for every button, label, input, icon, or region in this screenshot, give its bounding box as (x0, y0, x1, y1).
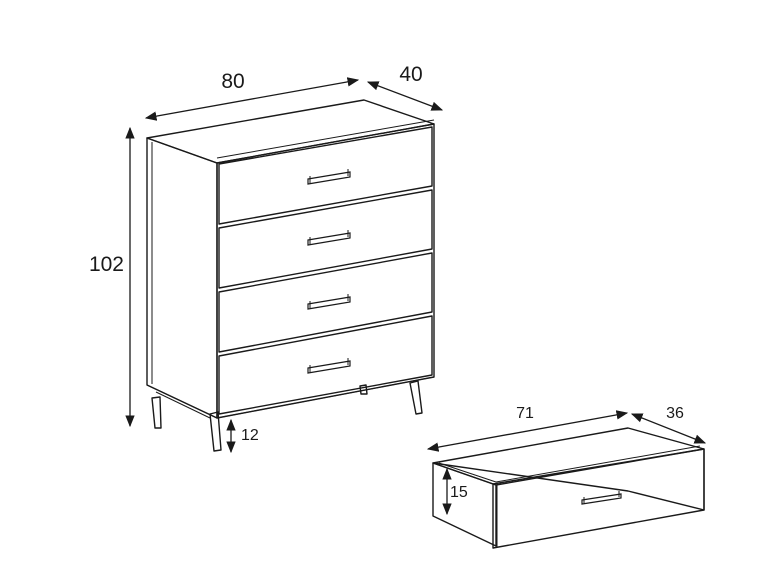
drawer-height-label: 15 (450, 484, 468, 501)
dresser-front (216, 123, 435, 419)
drawer-width-label: 71 (516, 405, 534, 422)
dresser-side-panel (146, 137, 218, 419)
drawer-2 (218, 189, 433, 289)
drawer-detail-handle (581, 491, 622, 505)
depth-label: 40 (399, 63, 422, 86)
drawer-2-handle (307, 230, 351, 246)
drawer-width-arrow (426, 410, 629, 452)
drawer-depth-arrow (630, 413, 707, 444)
dimension-lines (125, 77, 707, 516)
drawer-3-handle (307, 294, 351, 310)
drawer-detail (432, 427, 705, 549)
leg-back-left (151, 396, 162, 429)
drawer-depth-label: 36 (666, 405, 684, 422)
drawer-4 (218, 315, 433, 415)
width-arrow (144, 77, 360, 121)
drawer-front-panel (492, 448, 705, 549)
leg-height-label: 12 (241, 427, 259, 444)
leg-front-left (209, 411, 222, 452)
drawer-4-handle (307, 358, 351, 374)
drawer-side-wall (432, 462, 497, 547)
depth-arrow (366, 81, 444, 111)
width-label: 80 (221, 70, 244, 93)
drawer-1 (218, 126, 433, 225)
height-label: 102 (89, 253, 124, 276)
leg-back-right (359, 384, 368, 395)
dresser (146, 99, 435, 452)
drawer-1-handle (307, 169, 351, 185)
drawer-3 (218, 252, 433, 353)
leg-front-right (409, 380, 423, 415)
